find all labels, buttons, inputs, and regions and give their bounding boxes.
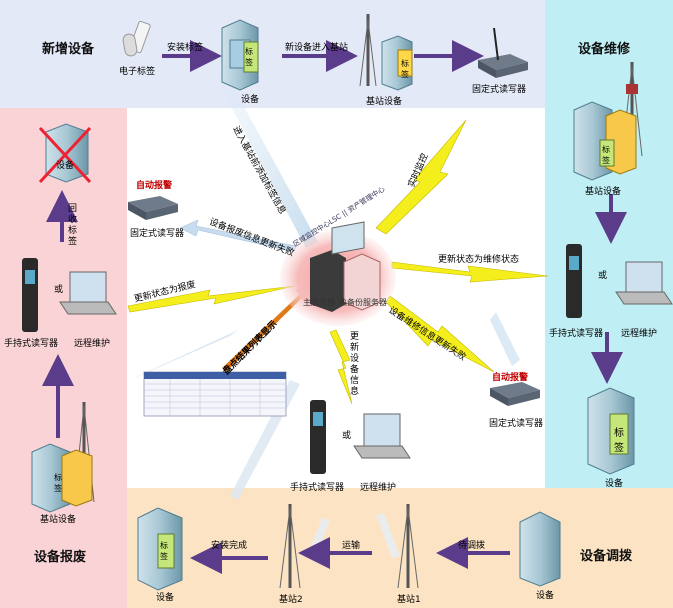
zone-title-transfer: 设备调拨 — [580, 549, 633, 564]
fixed-reader-label-top: 固定式读写器 — [472, 85, 527, 95]
zone-scrap-bg — [0, 108, 127, 608]
server-main-label: 主服务器 — [303, 298, 335, 307]
fixed-reader-label-right: 固定式读写器 — [489, 419, 544, 429]
flow-arrows — [42, 40, 627, 574]
tag-label-top: 标签 — [245, 47, 253, 67]
remote-label-center: 远程维护 — [360, 483, 397, 493]
update-device-info-label: 更新设备信息 — [350, 332, 360, 397]
station2-label: 基站2 — [279, 595, 303, 605]
or-label-scrap: 或 — [54, 285, 64, 295]
server-backup-label: 热备份服务器 — [339, 298, 387, 307]
results-arrow — [222, 286, 312, 372]
station-device-label-top: 基站设备 — [366, 97, 403, 107]
device-label-scrap: 设备 — [56, 161, 75, 171]
or-label-repair: 或 — [598, 271, 608, 281]
device-label-repair: 设备 — [605, 479, 624, 489]
transport-label: 运输 — [342, 541, 361, 551]
device-label-transfer-right: 设备 — [536, 591, 555, 601]
tag-label-scrap: 标签 — [54, 473, 62, 493]
install-tag-label: 安装标签 — [167, 43, 204, 53]
device-label-top: 设备 — [241, 95, 260, 105]
lightning-bolts — [127, 119, 549, 405]
auto-alarm-right: 自动报警 — [492, 373, 529, 383]
tag-label-repair-device: 标签 — [614, 428, 624, 454]
station-device-label-repair: 基站设备 — [585, 187, 622, 197]
pending-transfer-label: 待调拨 — [458, 541, 486, 551]
zone-title-add: 新增设备 — [42, 42, 95, 57]
auto-alarm-left: 自动报警 — [136, 181, 173, 191]
zone-title-repair: 设备维修 — [578, 42, 631, 57]
recover-tag-label: 回收标签 — [68, 204, 78, 247]
status-repair-label: 更新状态为维修状态 — [438, 255, 520, 265]
handheld-label-center: 手持式读写器 — [290, 483, 345, 493]
remote-label-scrap: 远程维护 — [74, 339, 111, 349]
handheld-label-scrap: 手持式读写器 — [4, 339, 59, 349]
station1-label: 基站1 — [397, 595, 421, 605]
zone-repair-bg — [545, 0, 673, 488]
results-table-image — [143, 371, 287, 417]
tag-label-repair: 标签 — [602, 145, 610, 165]
new-device-label: 新设备进入基站 — [285, 43, 349, 53]
zone-title-scrap: 设备报废 — [34, 550, 87, 565]
etag-label: 电子标签 — [119, 67, 156, 77]
install-done-label: 安装完成 — [211, 541, 248, 551]
remote-label-repair: 远程维护 — [621, 329, 658, 339]
or-label-center: 或 — [342, 431, 352, 441]
handheld-label-repair: 手持式读写器 — [549, 329, 604, 339]
device-label-transfer-left: 设备 — [156, 593, 175, 603]
tag-label-transfer: 标签 — [160, 541, 168, 561]
fixed-reader-label-left: 固定式读写器 — [130, 229, 185, 239]
station-device-label-scrap: 基站设备 — [40, 515, 77, 525]
tag-label-station: 标签 — [401, 59, 409, 79]
